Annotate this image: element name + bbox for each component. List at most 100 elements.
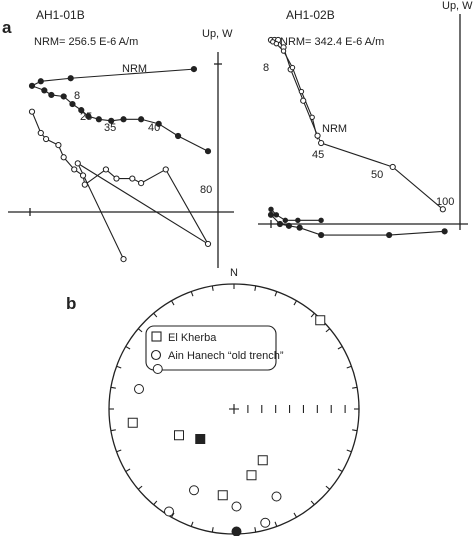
horizontal-projection-point bbox=[190, 66, 198, 73]
ain-hanech-point bbox=[231, 526, 242, 536]
nrm-text-ah1-01b: NRM= 256.5 E-6 A/m bbox=[34, 36, 138, 48]
stereonet-tick bbox=[211, 285, 214, 291]
vertical-projection-point bbox=[102, 166, 110, 173]
zijderveld-plot-ah1-02b: AH1-02B NRM= 342.4 E-6 A/m Up, W 8 NRM 4… bbox=[258, 0, 473, 239]
horizontal-projection-point bbox=[282, 217, 289, 224]
step-label-100: 100 bbox=[436, 196, 454, 208]
stereonet-tick bbox=[190, 291, 194, 297]
data-points-ah1-02b bbox=[267, 36, 448, 239]
stereonet-tick bbox=[137, 328, 143, 333]
step-label-45: 45 bbox=[312, 149, 324, 161]
plot-title-ah1-01b: AH1-01B bbox=[36, 8, 85, 22]
step-label-80: 80 bbox=[200, 184, 212, 196]
stereonet-tick bbox=[171, 512, 175, 518]
stereonet-tick bbox=[125, 346, 131, 350]
horizontal-projection-point bbox=[268, 206, 274, 212]
stereonet-tick bbox=[171, 300, 175, 306]
legend-label-el-kherba: El Kherba bbox=[168, 332, 217, 344]
step-label-nrm: NRM bbox=[122, 63, 147, 75]
ain-hanech-point bbox=[152, 364, 163, 374]
horizontal-projection-point bbox=[67, 75, 74, 82]
stereonet-tick bbox=[274, 521, 278, 527]
axis-label-ah1-01b: Up, W bbox=[202, 28, 233, 40]
stereonet-tick bbox=[153, 500, 158, 506]
stereonet-tick bbox=[153, 312, 158, 318]
vertical-projection-point bbox=[314, 132, 321, 139]
vertical-projection-point bbox=[309, 114, 315, 120]
legend: El Kherba Ain Hanech “old trench” bbox=[145, 325, 284, 371]
horizontal-projection-point bbox=[296, 224, 303, 231]
nrm-text-ah1-02b: NRM= 342.4 E-6 A/m bbox=[280, 36, 384, 48]
horizontal-projection-point bbox=[138, 116, 145, 123]
stereonet-tick bbox=[346, 449, 352, 453]
panel-letter-b: b bbox=[66, 294, 76, 313]
step-label-nrm-02b: NRM bbox=[322, 123, 347, 135]
horizontal-projection-point bbox=[441, 228, 448, 235]
el-kherba-point bbox=[127, 417, 138, 428]
stereonet-tick bbox=[125, 468, 131, 472]
stereonet-tick bbox=[274, 291, 278, 297]
ain-hanech-point bbox=[164, 506, 174, 517]
stereonet-tick bbox=[293, 512, 297, 518]
horizontal-projection-point bbox=[155, 120, 162, 127]
stereonet-tick bbox=[254, 527, 257, 533]
vertical-projection-point bbox=[79, 172, 87, 179]
vertical-projection-point bbox=[298, 88, 305, 95]
vertical-projection-point bbox=[389, 163, 396, 171]
stereonet-tick bbox=[110, 429, 116, 432]
stereonet-tick bbox=[352, 429, 358, 432]
vertical-projection-point bbox=[28, 108, 36, 115]
north-label: N bbox=[230, 267, 238, 279]
horizontal-projection-point bbox=[285, 222, 292, 229]
stereonet-tick bbox=[190, 521, 194, 527]
horizontal-projection-point bbox=[267, 211, 275, 218]
vertical-projection-point bbox=[113, 175, 120, 182]
horizontal-projection-point bbox=[108, 117, 115, 124]
vertical-projection-line bbox=[271, 39, 444, 210]
vertical-projection-point bbox=[273, 40, 280, 47]
legend-label-ain-hanech: Ain Hanech “old trench” bbox=[168, 350, 284, 362]
horizontal-projection-point bbox=[78, 107, 85, 114]
horizontal-projection-point bbox=[28, 82, 36, 89]
step-label-8: 8 bbox=[74, 90, 80, 102]
el-kherba-point bbox=[257, 455, 268, 466]
stereonet-tick bbox=[110, 386, 116, 389]
step-label-50: 50 bbox=[371, 169, 383, 181]
vertical-projection-point bbox=[280, 48, 287, 54]
el-kherba-point bbox=[195, 434, 206, 444]
axis-label-ah1-02b: Up, W bbox=[442, 0, 473, 12]
legend-box bbox=[145, 325, 277, 371]
horizontal-projection-point bbox=[318, 217, 324, 224]
horizontal-projection-point bbox=[48, 91, 55, 99]
stereonet-tick bbox=[116, 365, 122, 369]
horizontal-projection-point bbox=[37, 78, 44, 85]
vertical-projection-point bbox=[60, 154, 67, 161]
stereonet-tick bbox=[352, 386, 358, 389]
horizontal-projection-point bbox=[95, 116, 102, 123]
horizontal-projection-point bbox=[295, 217, 301, 224]
horizontal-projection-point bbox=[386, 231, 393, 239]
ain-hanech-point bbox=[189, 485, 199, 496]
horizontal-projection-point bbox=[318, 231, 325, 239]
stereonet-points bbox=[127, 315, 326, 536]
legend-circle-marker bbox=[150, 349, 162, 361]
stereonet-tick bbox=[325, 328, 331, 333]
vertical-projection-line bbox=[31, 111, 209, 260]
el-kherba-point bbox=[246, 470, 257, 481]
horizontal-projection-point bbox=[204, 148, 212, 155]
stereonet-tick bbox=[137, 485, 143, 490]
step-label-40: 40 bbox=[148, 122, 160, 134]
vertical-projection-point bbox=[129, 175, 136, 182]
ain-hanech-point bbox=[260, 517, 271, 528]
vertical-projection-point bbox=[81, 181, 88, 188]
panel-letter-a: a bbox=[2, 18, 12, 37]
horizontal-projection-point bbox=[69, 100, 76, 108]
el-kherba-point bbox=[174, 430, 184, 441]
vertical-projection-point bbox=[300, 97, 307, 104]
zijderveld-plot-ah1-01b: AH1-01B NRM= 256.5 E-6 A/m Up, W NRM 8 2… bbox=[8, 8, 234, 268]
vertical-projection-point bbox=[55, 142, 62, 149]
vertical-projection-point bbox=[74, 160, 81, 167]
stereonet-tick bbox=[293, 300, 297, 306]
horizontal-projection-point bbox=[276, 220, 284, 228]
step-label-8-02b: 8 bbox=[263, 62, 269, 74]
